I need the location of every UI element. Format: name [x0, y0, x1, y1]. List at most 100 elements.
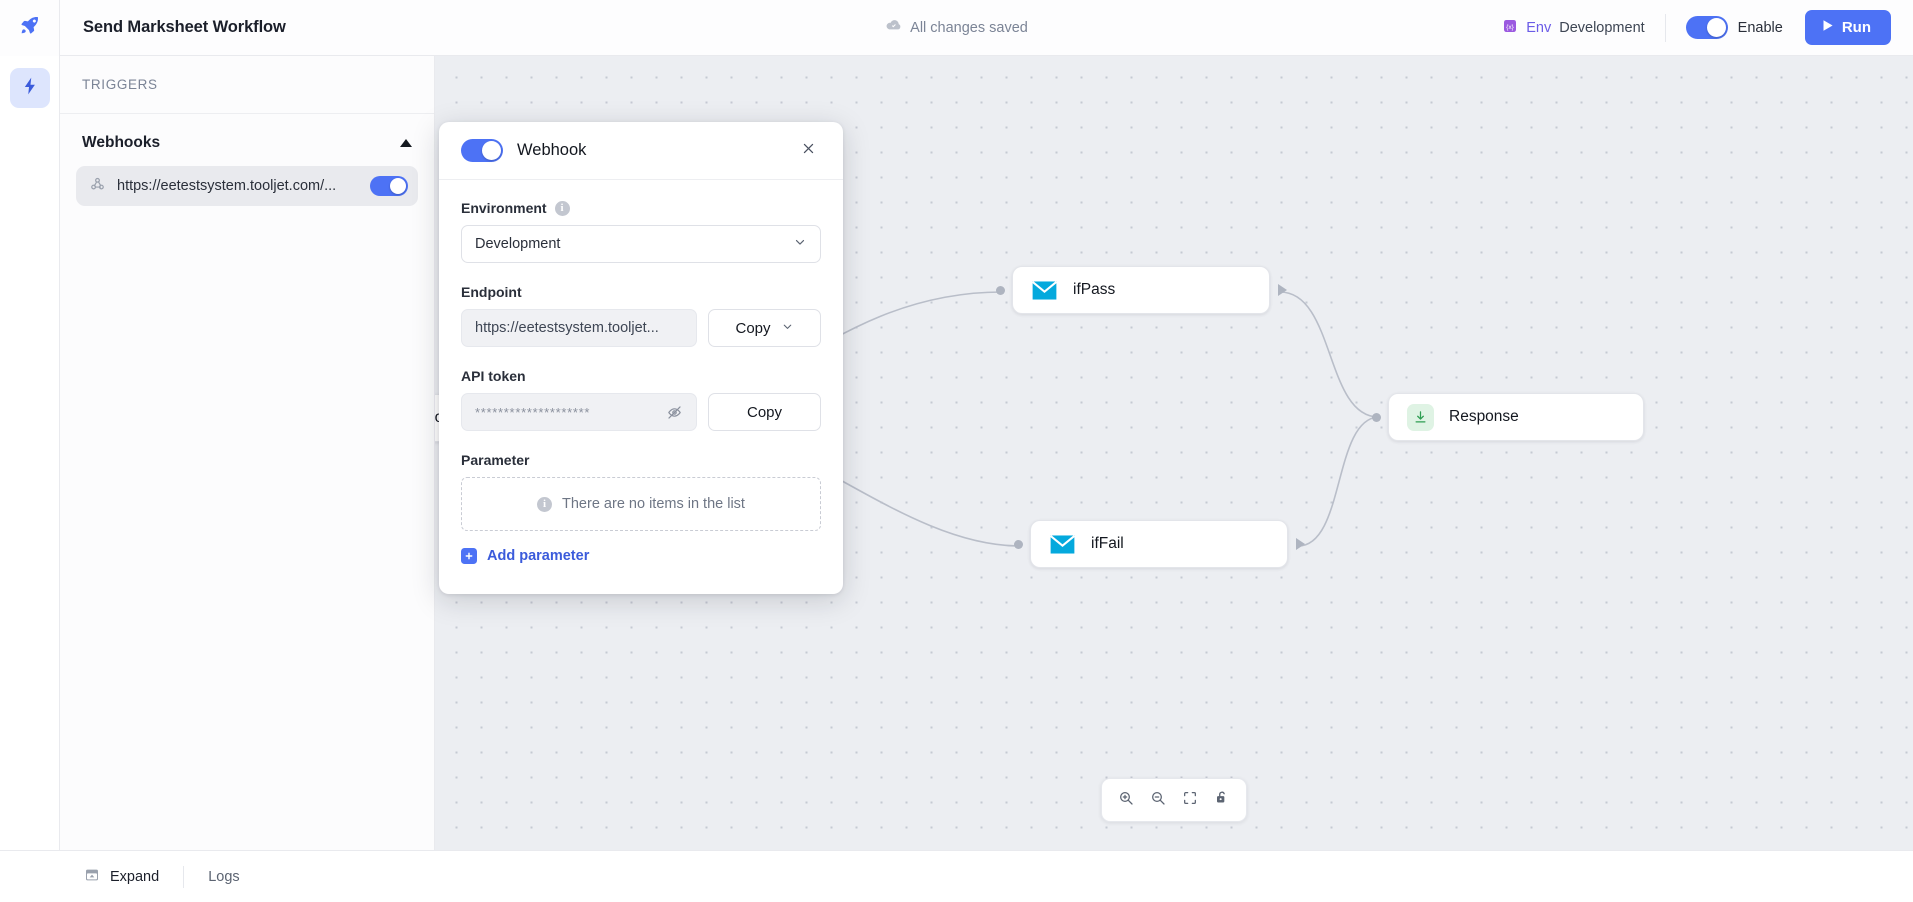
fit-view-button[interactable] [1176, 786, 1204, 814]
top-bar: Send Marksheet Workflow All changes save… [0, 0, 1913, 56]
caret-up-icon[interactable] [400, 139, 412, 147]
node-response[interactable]: Response [1372, 393, 1644, 441]
lock-button[interactable] [1208, 786, 1236, 814]
eye-off-icon[interactable] [663, 401, 685, 423]
modal-title: Webhook [517, 141, 587, 159]
api-token-value: ******************** [475, 404, 591, 420]
svg-text:{x}: {x} [1506, 23, 1515, 30]
response-icon [1407, 403, 1434, 431]
canvas-toolbar [1101, 778, 1247, 822]
logs-button[interactable]: Logs [184, 851, 263, 902]
top-bar-actions: {x} Env Development Enable Run [1502, 10, 1913, 45]
toggle-knob [390, 178, 406, 194]
expand-button[interactable]: Expand [60, 851, 183, 902]
envelope-icon [1031, 277, 1058, 304]
environment-select-value: Development [475, 236, 561, 252]
close-icon [801, 141, 816, 161]
divider [183, 865, 185, 888]
api-token-label-text: API token [461, 368, 526, 384]
endpoint-row: https://eetestsystem.tooljet... Copy [461, 309, 821, 347]
close-button[interactable] [795, 138, 821, 164]
info-icon: i [537, 496, 553, 512]
parameter-field-label: Parameter [461, 452, 821, 468]
run-button[interactable]: Run [1804, 10, 1891, 45]
environment-field-label: Environment i [461, 200, 821, 216]
webhook-enable-toggle[interactable] [461, 139, 503, 162]
chevron-down-icon[interactable] [781, 320, 794, 337]
triggers-panel: TRIGGERS Webhooks https://eetestsyst [60, 56, 435, 850]
zoom-in-button[interactable] [1112, 786, 1140, 814]
play-icon [1822, 19, 1834, 36]
unlock-icon [1214, 789, 1230, 811]
output-port[interactable] [1278, 284, 1287, 296]
envelope-icon [1049, 531, 1076, 558]
enable-toggle-group[interactable]: Enable [1685, 16, 1805, 39]
add-parameter-button[interactable]: Add parameter [461, 548, 821, 564]
chevron-down-icon [793, 235, 807, 253]
node-label: Response [1449, 408, 1519, 425]
expand-panel-icon [84, 867, 100, 887]
output-port[interactable] [1296, 538, 1305, 550]
info-icon[interactable]: i [554, 200, 570, 216]
spacer [461, 263, 821, 284]
copy-api-token-button[interactable]: Copy [708, 393, 821, 431]
endpoint-input[interactable]: https://eetestsystem.tooljet... [461, 309, 697, 347]
webhook-list-item[interactable]: https://eetestsystem.tooljet.com/... [76, 166, 418, 206]
copy-endpoint-button[interactable]: Copy [708, 309, 821, 347]
expand-label: Expand [110, 868, 160, 885]
parameter-empty-state: i There are no items in the list [461, 477, 821, 531]
input-port[interactable] [996, 285, 1005, 295]
rocket-icon [19, 14, 41, 41]
api-token-input[interactable]: ******************** [461, 393, 697, 431]
node-ifpass[interactable]: ifPass [996, 266, 1287, 314]
endpoint-field-label: Endpoint [461, 284, 821, 300]
environment-label-text: Environment [461, 200, 547, 216]
parameter-empty-text: There are no items in the list [562, 496, 745, 512]
env-value: Development [1559, 19, 1645, 36]
app-logo-cell[interactable] [0, 0, 60, 56]
parameter-label-text: Parameter [461, 452, 530, 468]
input-port[interactable] [1372, 412, 1381, 422]
environment-selector[interactable]: {x} Env Development [1502, 18, 1664, 38]
endpoint-label-text: Endpoint [461, 284, 522, 300]
lightning-bolt-icon [20, 76, 40, 101]
node-label: ifPass [1073, 281, 1116, 298]
environment-select[interactable]: Development [461, 225, 821, 263]
fit-screen-icon [1182, 790, 1198, 811]
spacer [461, 431, 821, 452]
webhook-config-modal: Webhook Environment i Development [439, 122, 843, 594]
api-token-field-label: API token [461, 368, 821, 384]
zoom-out-button[interactable] [1144, 786, 1172, 814]
endpoint-value: https://eetestsystem.tooljet... [475, 320, 659, 336]
rail-nav [0, 56, 60, 850]
plus-square-icon [461, 548, 477, 564]
node-iffail[interactable]: ifFail [1014, 520, 1305, 568]
toggle-knob [482, 141, 501, 160]
enable-label: Enable [1737, 19, 1783, 36]
modal-header: Webhook [439, 122, 843, 180]
zoom-out-icon [1150, 790, 1166, 811]
enable-toggle[interactable] [1685, 16, 1728, 39]
add-parameter-label: Add parameter [487, 548, 590, 564]
page-title: Send Marksheet Workflow [83, 18, 286, 36]
variable-icon: {x} [1502, 18, 1518, 38]
main-area: TRIGGERS Webhooks https://eetestsyst [0, 56, 1913, 850]
sidebar-item-workflow[interactable] [9, 68, 50, 108]
webhook-enable-toggle[interactable] [370, 176, 408, 196]
input-port[interactable] [1014, 539, 1023, 549]
webhooks-group-header[interactable]: Webhooks [60, 114, 434, 166]
spacer [461, 347, 821, 368]
api-token-row: ******************** Copy [461, 393, 821, 431]
webhook-icon [89, 175, 106, 197]
node-label: ifFail [1091, 535, 1124, 552]
webhooks-group-title: Webhooks [82, 134, 161, 151]
bottom-bar: Expand Logs [0, 850, 1913, 902]
copy-api-token-label: Copy [746, 403, 783, 421]
modal-body: Environment i Development Endpoint htt [439, 180, 843, 594]
webhook-url: https://eetestsystem.tooljet.com/... [117, 178, 337, 194]
copy-endpoint-label: Copy [735, 319, 771, 337]
env-label: Env [1526, 19, 1552, 36]
save-status-label: All changes saved [910, 19, 1028, 36]
toggle-knob [1706, 18, 1726, 37]
